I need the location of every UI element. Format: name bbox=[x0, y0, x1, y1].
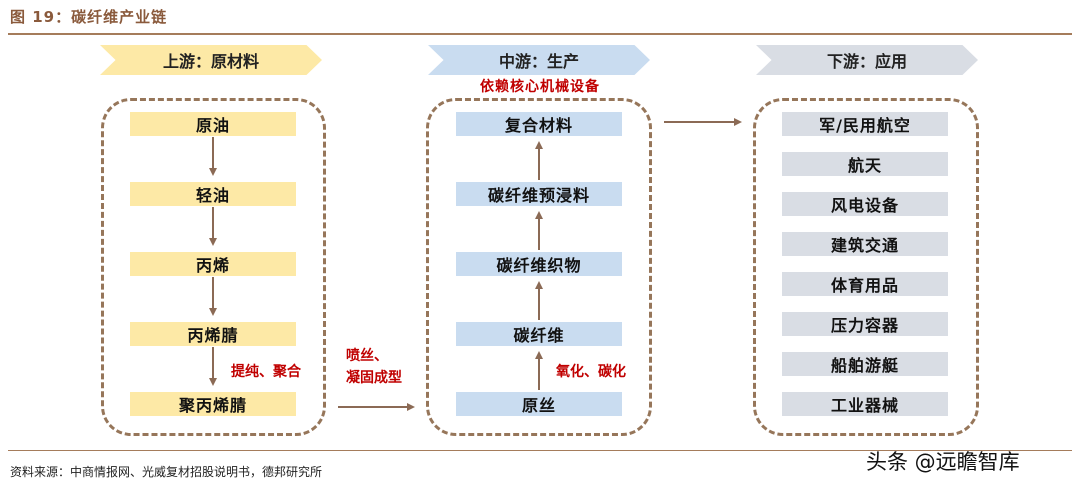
downstream-item-wind-power: 风电设备 bbox=[782, 192, 948, 216]
upstream-container bbox=[101, 98, 326, 436]
watermark: 头条 @远瞻智库 bbox=[866, 450, 1020, 474]
upstream-step-propylene: 丙烯 bbox=[130, 252, 296, 276]
midstream-step-fabric: 碳纤维织物 bbox=[456, 252, 622, 276]
midstream-container bbox=[426, 98, 652, 436]
source-note: 资料来源：中商情报网、光威复材招股说明书，德邦研究所 bbox=[10, 465, 323, 479]
midstream-step-composite: 复合材料 bbox=[456, 112, 622, 136]
midstream-process-note: 氧化、碳化 bbox=[556, 364, 626, 380]
figure-title: 图 19：碳纤维产业链 bbox=[10, 8, 168, 26]
upstream-process-note: 提纯、聚合 bbox=[231, 364, 301, 380]
downstream-item-construction-transport: 建筑交通 bbox=[782, 232, 948, 256]
transfer-note-line1: 喷丝、 bbox=[346, 348, 388, 364]
downstream-item-pressure-vessel: 压力容器 bbox=[782, 312, 948, 336]
downstream-chevron: 下游：应用 bbox=[756, 45, 978, 75]
title-divider bbox=[8, 33, 1072, 35]
transfer-note-line2: 凝固成型 bbox=[346, 370, 402, 386]
downstream-item-industrial: 工业器械 bbox=[782, 392, 948, 416]
downstream-container bbox=[753, 98, 979, 436]
midstream-chevron: 中游：生产 bbox=[428, 45, 650, 75]
transfer-note: 喷丝、 凝固成型 bbox=[346, 345, 402, 389]
footer-divider bbox=[8, 450, 1072, 451]
midstream-step-prepreg: 碳纤维预浸料 bbox=[456, 182, 622, 206]
upstream-step-polyacrylonitrile: 聚丙烯腈 bbox=[130, 392, 296, 416]
upstream-chevron: 上游：原材料 bbox=[100, 45, 322, 75]
upstream-step-light-oil: 轻油 bbox=[130, 182, 296, 206]
downstream-item-aerospace: 航天 bbox=[782, 152, 948, 176]
downstream-item-shipbuilding: 船舶游艇 bbox=[782, 352, 948, 376]
downstream-item-aviation: 军/民用航空 bbox=[782, 112, 948, 136]
upstream-step-acrylonitrile: 丙烯腈 bbox=[130, 322, 296, 346]
midstream-subtitle: 依赖核心机械设备 bbox=[480, 79, 600, 95]
downstream-item-sports: 体育用品 bbox=[782, 272, 948, 296]
midstream-step-precursor: 原丝 bbox=[456, 392, 622, 416]
midstream-step-carbon-fiber: 碳纤维 bbox=[456, 322, 622, 346]
upstream-step-crude-oil: 原油 bbox=[130, 112, 296, 136]
